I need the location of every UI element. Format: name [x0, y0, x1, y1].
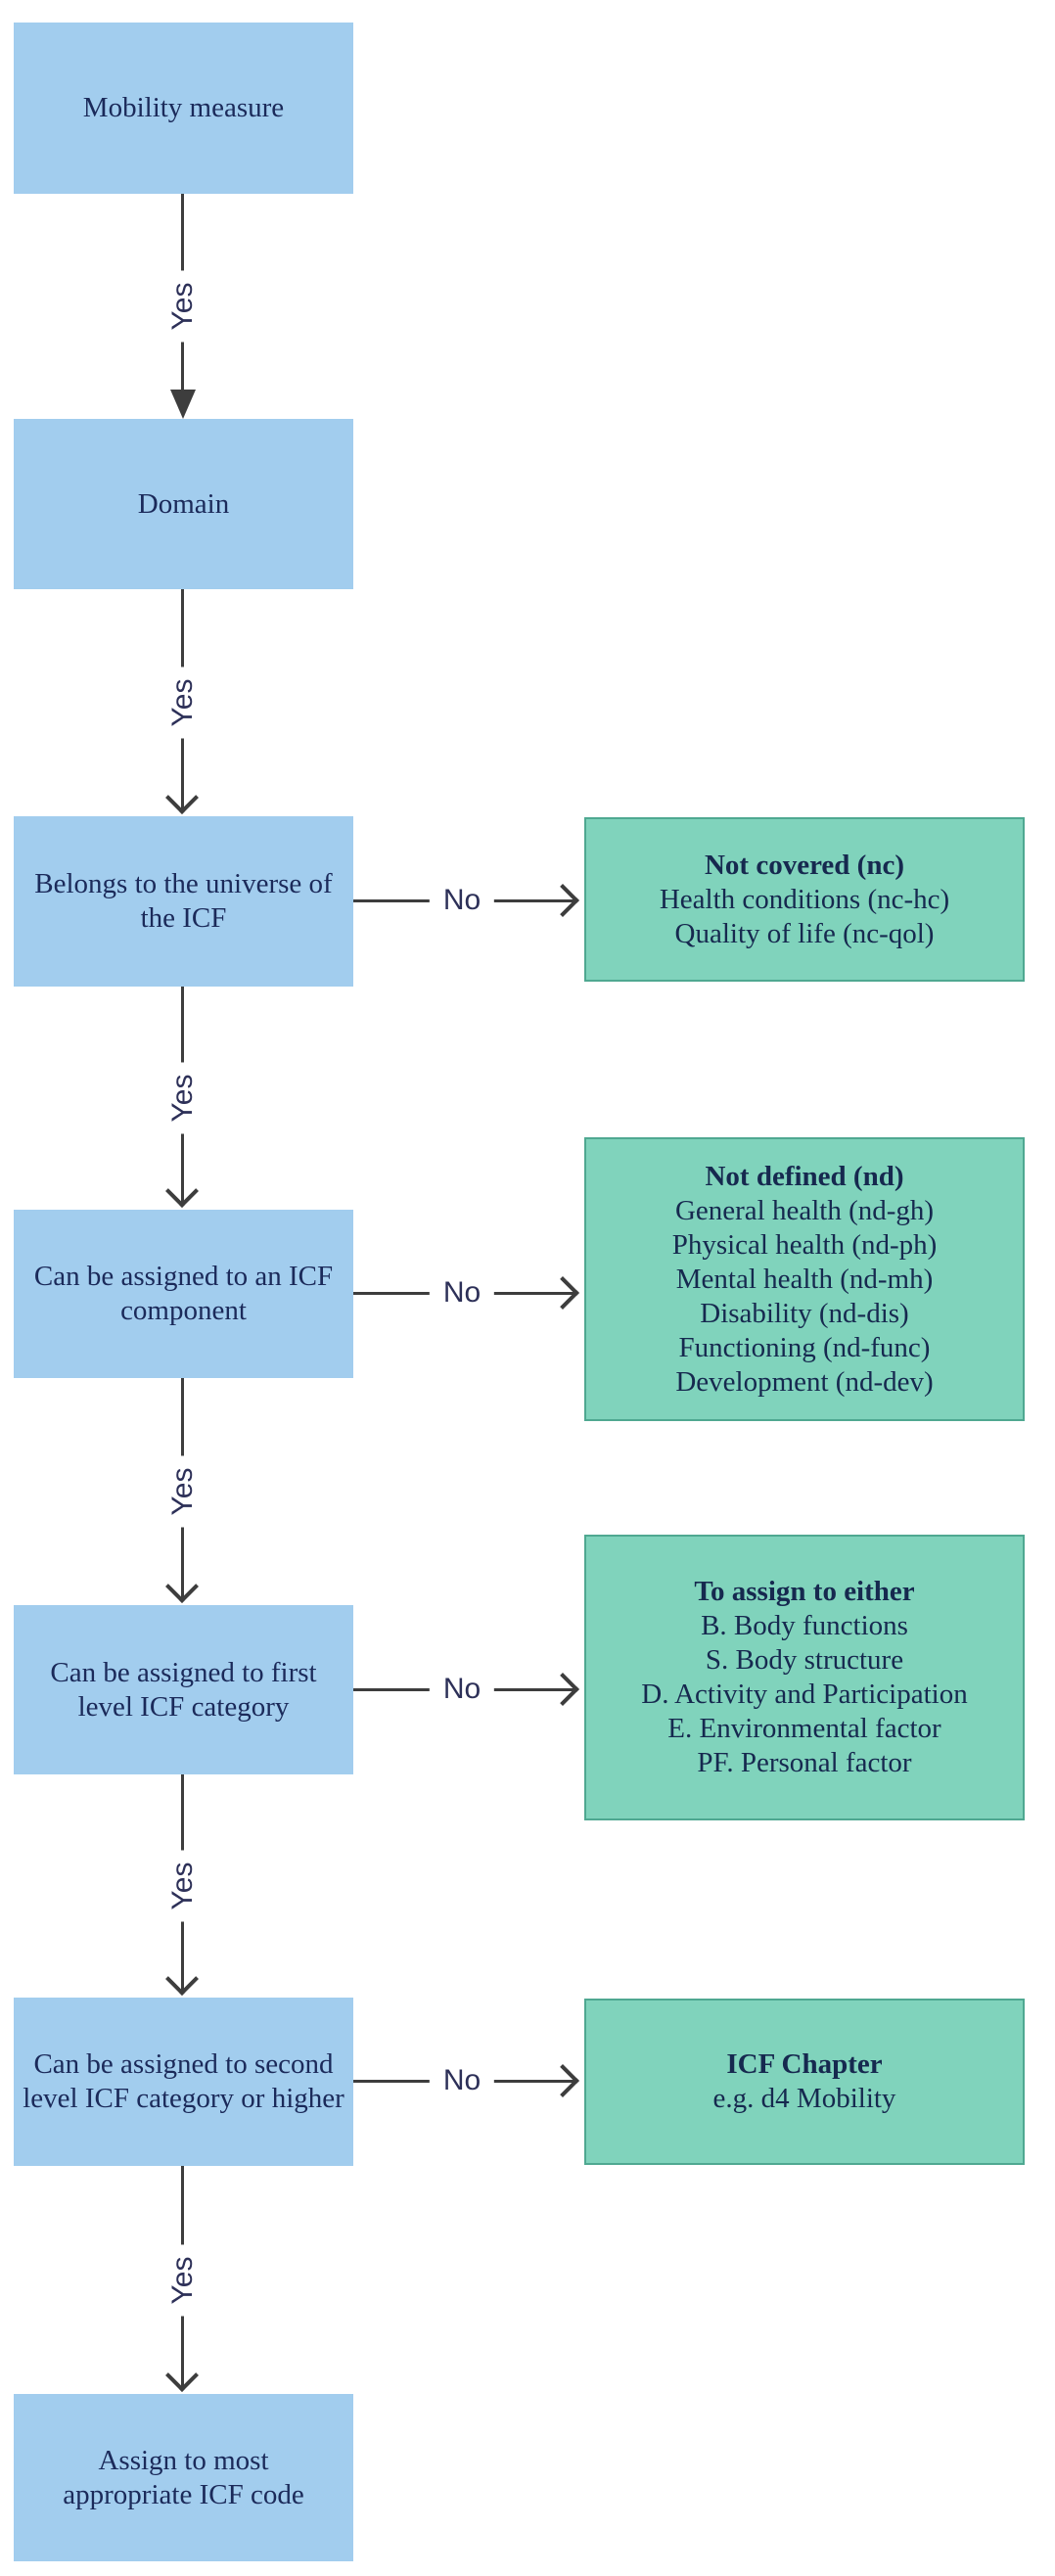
outcome-node-line: B. Body functions: [701, 1610, 908, 1641]
process-node-label: Domain: [137, 487, 230, 520]
outcome-node-not-covered: Not covered (nc) Health conditions (nc-h…: [584, 817, 1025, 982]
outcome-node-title: Not covered (nc): [704, 849, 904, 881]
outcome-node-line: e.g. d4 Mobility: [712, 2083, 896, 2114]
outcome-node-line: Health conditions (nc-hc): [659, 883, 950, 915]
process-node-second-level-category: Can be assigned to second level ICF cate…: [14, 1998, 353, 2166]
arrowhead-down-icon: [165, 2359, 199, 2392]
arrowhead-down-icon: [165, 781, 199, 814]
arrowhead-down-icon: [165, 1174, 199, 1208]
outcome-node-title: Not defined (nd): [705, 1160, 904, 1192]
edge-label-yes: Yes: [166, 2244, 200, 2317]
process-node-first-level-category: Can be assigned to first level ICF categ…: [14, 1605, 353, 1774]
outcome-node-line: D. Activity and Participation: [641, 1679, 968, 1710]
outcome-node-not-defined: Not defined (nd) General health (nd-gh) …: [584, 1137, 1025, 1421]
process-node-label: Can be assigned to second level ICF cate…: [23, 2048, 344, 2114]
process-node-label: Mobility measure: [82, 92, 285, 123]
arrowhead-right-icon: [546, 884, 579, 917]
edge-label-no: No: [429, 1675, 495, 1704]
process-node-assign-icf-code: Assign to most appropriate ICF code: [14, 2394, 353, 2561]
edge-label-no: No: [429, 1278, 495, 1308]
process-node-domain: Domain: [14, 419, 353, 589]
edge-label-no: No: [429, 886, 495, 915]
outcome-node-line: Development (nd-dev): [675, 1365, 934, 1398]
edge-label-yes: Yes: [166, 1850, 200, 1922]
outcome-node-title: ICF Chapter: [726, 2048, 883, 2080]
outcome-node-line: Physical health (nd-ph): [671, 1228, 938, 1261]
process-node-label: Belongs to the universe of the ICF: [34, 868, 333, 934]
edge-label-no: No: [429, 2066, 495, 2095]
arrowhead-down-icon: [165, 1962, 199, 1996]
process-node-universe-of-icf: Belongs to the universe of the ICF: [14, 816, 353, 987]
arrowhead-down-icon: [170, 390, 196, 419]
process-node-mobility-measure: Mobility measure: [14, 23, 353, 194]
outcome-node-line: Functioning (nd-func): [678, 1331, 931, 1363]
outcome-node-title: To assign to either: [694, 1576, 915, 1607]
outcome-node-assign-to-either: To assign to either B. Body functions S.…: [584, 1535, 1025, 1820]
edge-label-yes: Yes: [166, 667, 200, 739]
edge-label-yes: Yes: [166, 1455, 200, 1528]
outcome-node-line: Quality of life (nc-qol): [674, 917, 935, 949]
process-node-label: Can be assigned to first level ICF categ…: [50, 1656, 317, 1723]
process-node-icf-component: Can be assigned to an ICF component: [14, 1210, 353, 1378]
outcome-node-line: Disability (nd-dis): [700, 1297, 909, 1329]
arrowhead-down-icon: [165, 1570, 199, 1603]
outcome-node-line: E. Environmental factor: [667, 1713, 941, 1744]
edge-label-yes: Yes: [166, 270, 200, 343]
outcome-node-icf-chapter: ICF Chapter e.g. d4 Mobility: [584, 1999, 1025, 2165]
process-node-label: Assign to most appropriate ICF code: [63, 2444, 304, 2510]
arrowhead-right-icon: [546, 1673, 579, 1706]
outcome-node-line: S. Body structure: [705, 1644, 904, 1676]
process-node-label: Can be assigned to an ICF component: [33, 1261, 334, 1326]
outcome-node-line: PF. Personal factor: [697, 1747, 912, 1778]
arrowhead-right-icon: [546, 1276, 579, 1310]
outcome-node-line: General health (nd-gh): [674, 1194, 935, 1226]
outcome-node-line: Mental health (nd-mh): [675, 1263, 934, 1295]
edge-label-yes: Yes: [166, 1062, 200, 1134]
arrowhead-right-icon: [546, 2064, 579, 2097]
